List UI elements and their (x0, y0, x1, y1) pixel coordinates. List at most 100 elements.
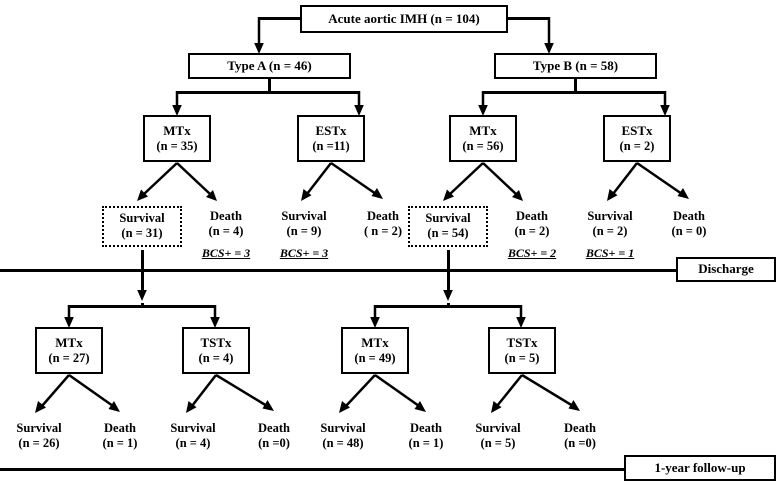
bcs-value: BCS+ = 3 (279, 246, 329, 260)
outcome-count: ( n = 2) (363, 223, 403, 238)
arrow-mtx-a-to-survival (137, 162, 178, 201)
outcome-label: Survival (281, 209, 327, 223)
node-acute-aortic-imh: Acute aortic IMH (n = 104) (300, 5, 508, 33)
node-title: MTx (163, 123, 191, 139)
outcome-count: (n = 4) (208, 223, 244, 238)
node-count: (n = 4) (198, 350, 234, 365)
outcome-count: (n = 1) (408, 435, 444, 450)
arrow-fu-mtx-a-to-survival (35, 374, 70, 413)
outcome-label: Survival (587, 209, 633, 223)
connector-typeb-stem (574, 79, 577, 93)
followup-outcome-survival-tstx-a: Survival (n = 4) (154, 421, 232, 451)
outcome-count: (n = 48) (322, 435, 364, 450)
outcome-label: Survival (425, 211, 471, 225)
followup-outcome-survival-mtx-b: Survival (n = 48) (304, 421, 382, 451)
connector-typea-bar (176, 91, 360, 94)
arrow-root-to-type-a (254, 17, 264, 54)
outcome-death-estx-b: Death (n = 0) (654, 209, 724, 239)
milestone-label: Discharge (698, 261, 754, 277)
node-type-b: Type B (n = 58) (494, 53, 657, 79)
outcome-count: (n = 0) (671, 223, 707, 238)
node-title: ESTx (315, 123, 347, 139)
outcome-label: Death (367, 209, 399, 223)
node-title: MTx (469, 123, 497, 139)
outcome-label: Death (104, 421, 136, 435)
arrow-estx-b-to-death (636, 161, 689, 199)
node-treatment-estx-a: ESTx (n =11) (297, 115, 365, 162)
node-title: MTx (55, 335, 83, 351)
outcome-death-mtx-a: Death (n = 4) (191, 209, 261, 239)
node-title: TSTx (200, 335, 232, 351)
arrow-mtx-b-to-death (482, 162, 523, 201)
node-title: ESTx (621, 123, 653, 139)
arrow-typeb-to-mtx (478, 91, 488, 116)
outcome-label: Survival (475, 421, 521, 435)
arrow-fu-tstx-a-to-survival (186, 374, 217, 413)
outcome-death-estx-a: Death ( n = 2) (348, 209, 418, 239)
node-followup-tstx-b: TSTx (n = 5) (488, 327, 556, 374)
node-label: Type A (n = 46) (227, 57, 312, 73)
arrow-fu-mtx-a-to-death (68, 373, 120, 412)
followup-outcome-death-mtx-b: Death (n = 1) (391, 421, 461, 451)
node-treatment-mtx-a: MTx (n = 35) (143, 115, 211, 162)
outcome-label: Death (410, 421, 442, 435)
connector-root-right-h (506, 17, 550, 20)
connector-survival-a-drop (141, 250, 144, 292)
arrow-estx-a-to-death (330, 161, 383, 199)
connector-typeb-bar (482, 91, 666, 94)
outcome-count: (n = 5) (480, 435, 516, 450)
arrow-followup-b-to-tstx (516, 305, 526, 328)
outcome-count: (n = 54) (427, 225, 469, 240)
node-count: (n =11) (312, 138, 350, 153)
arrow-fu-tstx-a-to-death (215, 373, 274, 411)
outcome-count: (n = 2) (514, 223, 550, 238)
arrow-fu-mtx-b-to-death (374, 373, 426, 412)
outcome-label: Survival (16, 421, 62, 435)
node-followup-mtx-a: MTx (n = 27) (35, 327, 103, 374)
outcome-survival-estx-b: Survival (n = 2) (572, 209, 648, 239)
outcome-label: Survival (320, 421, 366, 435)
node-title: TSTx (506, 335, 538, 351)
arrow-estx-a-to-survival (301, 162, 332, 201)
arrow-fu-mtx-b-to-survival (339, 374, 376, 413)
arrow-estx-b-to-survival (607, 162, 638, 201)
followup-rule (0, 468, 624, 471)
outcome-count: (n = 31) (121, 225, 163, 240)
bcs-annotation-death-mtx-a: BCS+ = 3 (191, 246, 261, 261)
node-type-a: Type A (n = 46) (188, 53, 351, 79)
outcome-label: Survival (170, 421, 216, 435)
node-followup-mtx-b: MTx (n = 49) (341, 327, 409, 374)
arrow-mtx-b-to-survival (443, 162, 484, 201)
outcome-label: Survival (119, 211, 165, 225)
arrow-followup-a-to-tstx (210, 305, 220, 328)
bcs-value: BCS+ = 3 (201, 246, 251, 260)
connector-followup-b-stem (447, 303, 450, 307)
node-followup-tstx-a: TSTx (n = 4) (182, 327, 250, 374)
arrow-typeb-to-estx (660, 91, 670, 116)
arrow-root-to-type-b (544, 17, 554, 54)
milestone-followup: 1-year follow-up (624, 455, 776, 481)
outcome-death-mtx-b: Death (n = 2) (497, 209, 567, 239)
followup-outcome-death-mtx-a: Death (n = 1) (85, 421, 155, 451)
connector-root-left-h (258, 17, 302, 20)
outcome-count: (n = 2) (592, 223, 628, 238)
arrow-typea-to-mtx (172, 91, 182, 116)
outcome-label: Death (564, 421, 596, 435)
arrow-mtx-a-to-death (176, 162, 217, 201)
arrow-fu-tstx-b-to-death (521, 373, 580, 411)
milestone-label: 1-year follow-up (654, 459, 746, 475)
node-label: Acute aortic IMH (n = 104) (328, 10, 480, 26)
arrow-followup-b-to-mtx (370, 305, 380, 328)
followup-outcome-survival-mtx-a: Survival (n = 26) (0, 421, 78, 451)
node-treatment-mtx-b: MTx (n = 56) (449, 115, 517, 162)
node-count: (n = 2) (619, 138, 655, 153)
milestone-discharge: Discharge (676, 257, 776, 282)
arrow-typea-to-estx (354, 91, 364, 116)
node-count: (n = 27) (48, 350, 90, 365)
outcome-survival-estx-a: Survival (n = 9) (266, 209, 342, 239)
followup-outcome-death-tstx-b: Death (n =0) (545, 421, 615, 451)
discharge-rule (0, 269, 676, 272)
node-count: (n = 49) (354, 350, 396, 365)
bcs-value: BCS+ = 1 (585, 246, 635, 260)
